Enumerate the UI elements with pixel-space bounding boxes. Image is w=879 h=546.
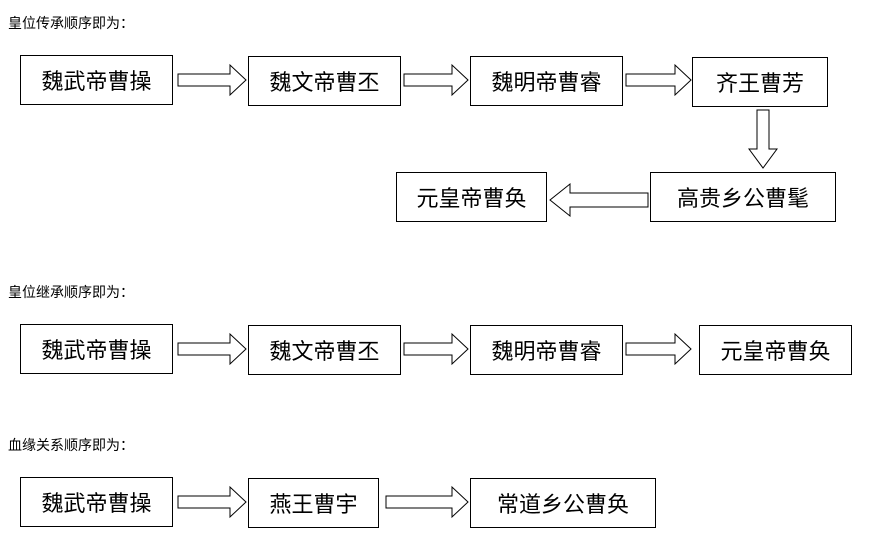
s3-node-cao-cao: 魏武帝曹操	[20, 477, 173, 527]
arrow-right-icon	[403, 332, 469, 366]
section-3-heading: 血缘关系顺序即为：	[8, 438, 134, 454]
s1-node-cao-pi: 魏文帝曹丕	[248, 56, 401, 106]
arrow-right-icon	[385, 485, 469, 519]
arrow-right-icon	[177, 63, 247, 97]
arrow-right-icon	[177, 485, 247, 519]
s1-node-cao-huan: 元皇帝曹奂	[396, 172, 547, 222]
s2-node-cao-rui: 魏明帝曹睿	[470, 325, 623, 375]
arrow-right-icon	[177, 332, 247, 366]
s3-node-cao-huan: 常道乡公曹奂	[470, 478, 656, 528]
s1-node-cao-rui: 魏明帝曹睿	[470, 56, 623, 106]
s1-node-cao-mao: 高贵乡公曹髦	[650, 172, 836, 222]
arrow-right-icon	[403, 63, 469, 97]
s1-node-cao-fang: 齐王曹芳	[692, 57, 828, 107]
arrow-right-icon	[625, 63, 692, 97]
arrow-left-icon	[549, 182, 649, 218]
arrow-right-icon	[625, 332, 692, 366]
section-1-heading: 皇位传承顺序即为：	[8, 16, 134, 32]
s2-node-cao-cao: 魏武帝曹操	[20, 324, 173, 374]
section-2-heading: 皇位继承顺序即为：	[8, 285, 134, 301]
s1-node-cao-cao: 魏武帝曹操	[20, 55, 173, 105]
arrow-down-icon	[748, 109, 778, 169]
s2-node-cao-huan: 元皇帝曹奂	[699, 325, 852, 375]
s2-node-cao-pi: 魏文帝曹丕	[248, 325, 401, 375]
s3-node-cao-yu: 燕王曹宇	[248, 478, 379, 528]
